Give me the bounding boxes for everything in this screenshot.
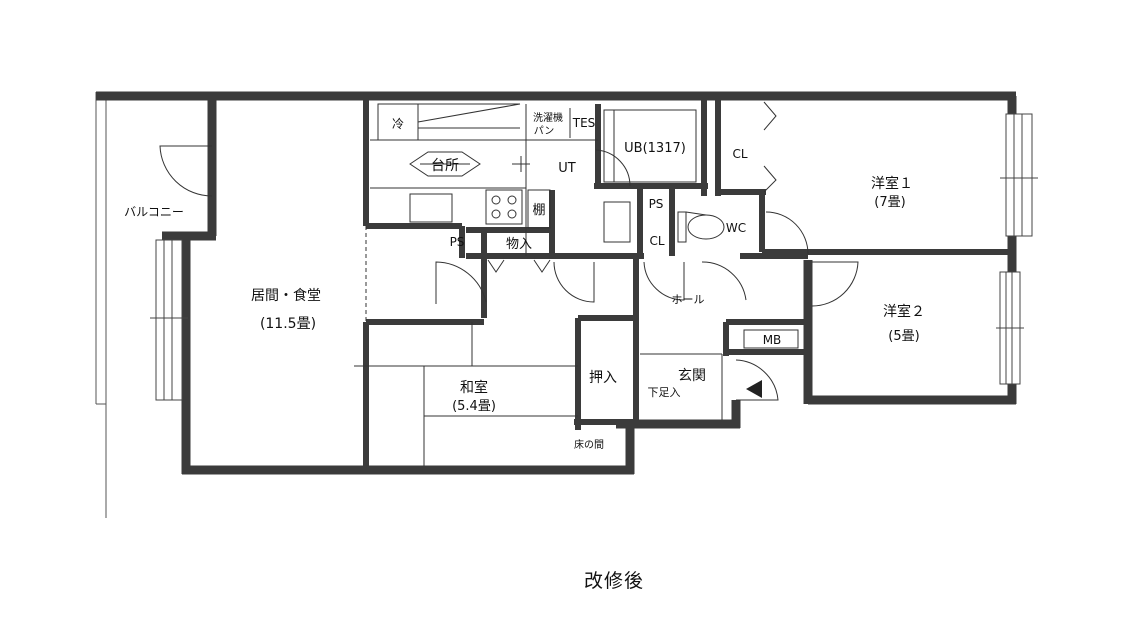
- label-tokonoma: 床の間: [574, 438, 604, 451]
- label-closet: 押入: [589, 370, 617, 386]
- plan-caption: 改修後: [583, 570, 644, 592]
- label-ub: UB(1317): [624, 141, 686, 156]
- label-japanese: 和室: [460, 379, 488, 396]
- label-ps-upper: PS: [649, 197, 664, 211]
- label-shoe-box: 下足入: [648, 386, 681, 399]
- label-kitchen: 台所: [431, 158, 459, 174]
- label-cl-lower: CL: [649, 234, 664, 248]
- label-tes: TES: [572, 116, 596, 130]
- tatami-mats: [354, 322, 578, 466]
- label-mb: MB: [763, 333, 782, 347]
- kitchen-fixtures: [365, 103, 697, 322]
- label-western2-size: (5畳): [888, 329, 919, 344]
- label-entrance: 玄関: [678, 367, 706, 384]
- label-western1: 洋室１: [871, 175, 913, 192]
- doors: [159, 145, 859, 401]
- label-japanese-size: (5.4畳): [452, 399, 496, 414]
- toilet-icon: [677, 211, 725, 243]
- label-living-dining: 居間・食堂: [251, 287, 321, 304]
- label-washing-machine: 洗濯機: [533, 111, 563, 124]
- label-balcony: バルコニー: [124, 205, 184, 219]
- label-washing-pan: パン: [534, 125, 555, 137]
- label-ps-lower: PS: [450, 235, 465, 249]
- label-ut: UT: [558, 161, 576, 176]
- label-living-dining-size: (11.5畳): [260, 316, 316, 332]
- label-storage: 物入: [506, 237, 532, 252]
- label-refrigerator: 冷: [392, 117, 404, 131]
- label-cl-upper: CL: [732, 147, 747, 161]
- exterior-walls: [96, 91, 1017, 475]
- mb-box: [743, 329, 799, 349]
- label-hall: ホール: [672, 293, 705, 306]
- windows: [150, 113, 1038, 401]
- balcony-outline: [95, 92, 107, 518]
- label-western1-size: (7畳): [874, 195, 905, 210]
- closet-details: [487, 101, 777, 420]
- label-wc: WC: [726, 221, 746, 235]
- interior-walls: [363, 100, 1012, 466]
- entrance-arrow-icon: [746, 380, 762, 398]
- label-shelf: 棚: [532, 203, 545, 218]
- label-western2: 洋室２: [883, 303, 925, 320]
